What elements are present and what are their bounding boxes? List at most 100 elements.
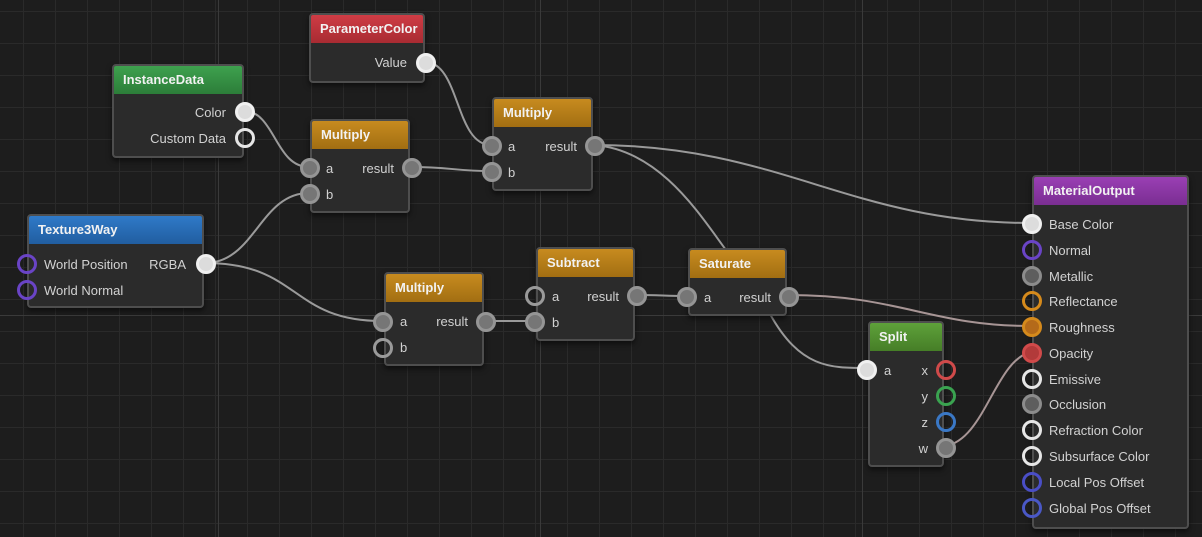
- port-label-world-normal: World Normal: [44, 283, 124, 298]
- node-split[interactable]: Split a x y z w: [868, 321, 944, 467]
- port-label-opacity: Opacity: [1049, 346, 1094, 361]
- input-port-world-position[interactable]: [17, 254, 37, 274]
- port-label-a: a: [884, 363, 892, 378]
- node-saturate[interactable]: Saturate a result: [688, 248, 787, 316]
- input-port-a[interactable]: [525, 286, 545, 306]
- node-instance-data[interactable]: InstanceData Color Custom Data: [112, 64, 244, 158]
- node-title: MaterialOutput: [1034, 177, 1187, 205]
- port-label-b: b: [400, 340, 408, 355]
- port-label-reflectance: Reflectance: [1049, 294, 1118, 309]
- input-port-global-pos-offset[interactable]: [1022, 498, 1042, 518]
- wire-paramcolor-to-multiply2-a: [424, 61, 492, 146]
- input-port-occlusion[interactable]: [1022, 394, 1042, 414]
- output-port-z[interactable]: [936, 412, 956, 432]
- port-label-w: w: [918, 441, 928, 456]
- input-port-a[interactable]: [482, 136, 502, 156]
- wire-saturate-to-split: [769, 313, 867, 369]
- port-label-value: Value: [374, 55, 407, 70]
- port-label-metallic: Metallic: [1049, 269, 1094, 284]
- node-title: Saturate: [690, 250, 785, 278]
- output-port-custom-data[interactable]: [235, 128, 255, 148]
- node-parameter-color[interactable]: ParameterColor Value: [309, 13, 425, 83]
- port-label-a: a: [326, 161, 334, 176]
- port-label-a: a: [508, 139, 516, 154]
- port-label-result: result: [436, 314, 468, 329]
- output-port-y[interactable]: [936, 386, 956, 406]
- port-label-subsurface-color: Subsurface Color: [1049, 449, 1150, 464]
- output-port-w[interactable]: [936, 438, 956, 458]
- port-label-b: b: [326, 187, 334, 202]
- input-port-roughness[interactable]: [1022, 317, 1042, 337]
- port-label-base-color: Base Color: [1049, 217, 1114, 232]
- output-port-x[interactable]: [936, 360, 956, 380]
- port-label-result: result: [587, 289, 619, 304]
- input-port-reflectance[interactable]: [1022, 291, 1042, 311]
- output-port-value[interactable]: [416, 53, 436, 73]
- output-port-result[interactable]: [476, 312, 496, 332]
- node-title: Multiply: [494, 99, 591, 127]
- output-port-color[interactable]: [235, 102, 255, 122]
- input-port-b[interactable]: [300, 184, 320, 204]
- port-label-b: b: [552, 315, 560, 330]
- wire-multiply2-to-basecolor: [593, 144, 1032, 224]
- output-port-result[interactable]: [627, 286, 647, 306]
- input-port-a[interactable]: [373, 312, 393, 332]
- input-port-b[interactable]: [525, 312, 545, 332]
- port-label-a: a: [552, 289, 560, 304]
- port-label-a: a: [704, 290, 712, 305]
- input-port-local-pos-offset[interactable]: [1022, 472, 1042, 492]
- input-port-a[interactable]: [677, 287, 697, 307]
- node-title: Multiply: [386, 274, 482, 302]
- port-label-refraction-color: Refraction Color: [1049, 423, 1143, 438]
- wire-multiply1-to-multiply2-b: [410, 166, 492, 172]
- wire-split-w-to-opacity: [944, 351, 1032, 447]
- node-title: InstanceData: [114, 66, 242, 94]
- port-label-global-pos-offset: Global Pos Offset: [1049, 501, 1151, 516]
- input-port-a[interactable]: [300, 158, 320, 178]
- port-label-result: result: [362, 161, 394, 176]
- port-label-y: y: [921, 389, 929, 404]
- port-label-world-position: World Position: [44, 257, 128, 272]
- input-port-a[interactable]: [857, 360, 877, 380]
- output-port-result[interactable]: [402, 158, 422, 178]
- node-title: Subtract: [538, 249, 633, 277]
- port-label-b: b: [508, 165, 516, 180]
- port-label-result: result: [545, 139, 577, 154]
- input-port-emissive[interactable]: [1022, 369, 1042, 389]
- port-label-z: z: [921, 415, 929, 430]
- node-texture3way[interactable]: Texture3Way World Position World Normal …: [27, 214, 204, 308]
- port-label-a: a: [400, 314, 408, 329]
- output-port-result[interactable]: [585, 136, 605, 156]
- port-label-color: Color: [194, 105, 226, 120]
- output-port-result[interactable]: [779, 287, 799, 307]
- input-port-world-normal[interactable]: [17, 280, 37, 300]
- node-title: Split: [870, 323, 942, 351]
- wire-rgba-to-multiply1-b: [204, 192, 310, 264]
- output-port-rgba[interactable]: [196, 254, 216, 274]
- port-label-local-pos-offset: Local Pos Offset: [1049, 475, 1145, 490]
- port-label-occlusion: Occlusion: [1049, 397, 1107, 412]
- port-label-normal: Normal: [1049, 243, 1091, 258]
- input-port-base-color[interactable]: [1022, 214, 1042, 234]
- input-port-opacity[interactable]: [1022, 343, 1042, 363]
- port-label-rgba: RGBA: [149, 257, 186, 272]
- node-subtract[interactable]: Subtract a b result: [536, 247, 635, 341]
- input-port-subsurface-color[interactable]: [1022, 446, 1042, 466]
- node-material-output[interactable]: MaterialOutput Base Color Normal Metalli…: [1032, 175, 1189, 529]
- input-port-b[interactable]: [482, 162, 502, 182]
- port-label-result: result: [739, 290, 771, 305]
- input-port-metallic[interactable]: [1022, 266, 1042, 286]
- port-label-roughness: Roughness: [1049, 320, 1115, 335]
- input-port-refraction-color[interactable]: [1022, 420, 1042, 440]
- wire-saturate-to-roughness: [787, 294, 1032, 327]
- wire-rgba-to-multiply3-a: [204, 262, 383, 322]
- node-multiply-3[interactable]: Multiply a b result: [384, 272, 484, 366]
- node-multiply-2[interactable]: Multiply a b result: [492, 97, 593, 191]
- node-title: ParameterColor: [311, 15, 423, 43]
- node-multiply-1[interactable]: Multiply a b result: [310, 119, 410, 213]
- input-port-normal[interactable]: [1022, 240, 1042, 260]
- port-label-x: x: [921, 363, 929, 378]
- port-label-custom-data: Custom Data: [150, 131, 226, 146]
- input-port-b[interactable]: [373, 338, 393, 358]
- node-title: Texture3Way: [29, 216, 202, 244]
